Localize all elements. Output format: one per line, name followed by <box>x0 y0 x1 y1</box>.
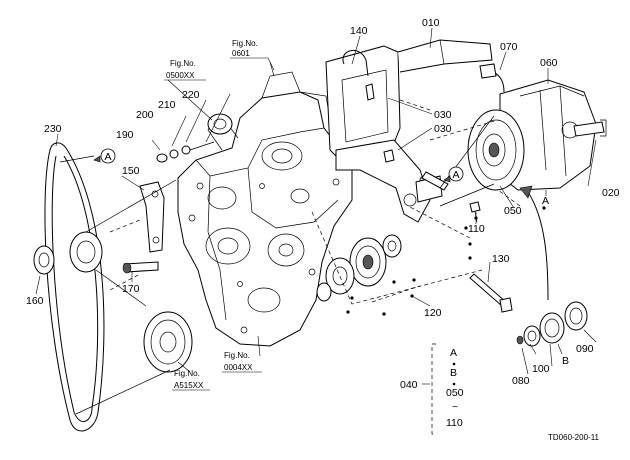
callout-120: 120 <box>424 307 442 319</box>
callout-080: 080 <box>512 375 530 387</box>
label-text: A515XX <box>174 381 204 390</box>
label-text: ~ <box>452 401 458 413</box>
label-text: A <box>104 151 111 163</box>
callout-140: 140 <box>350 25 368 37</box>
callout-070: 070 <box>500 41 518 53</box>
compressor-bracket-drawing <box>325 39 493 223</box>
callout-130: 130 <box>492 253 510 265</box>
label-text: 040 <box>400 379 418 391</box>
label-text: B <box>450 367 457 379</box>
label-text: A <box>452 169 459 181</box>
tensioner-bracket-drawing <box>122 181 165 274</box>
callout-010: 010 <box>422 17 440 29</box>
marker-a-compressor: A <box>542 195 549 207</box>
set-note-040: 040 A B 050 ~ 110 <box>400 343 464 435</box>
fig-ref-a515: Fig.No. A515XX <box>172 369 210 391</box>
label-text: 0500XX <box>166 71 195 80</box>
label-text: A <box>450 347 457 359</box>
fig-ref-0601: Fig.No. 0601 <box>230 39 275 71</box>
callout-100: 100 <box>532 363 550 375</box>
leader-lines <box>35 27 597 375</box>
circle-a-right-marker: A <box>443 166 464 183</box>
label-text: Fig.No. <box>170 59 196 68</box>
label-text: Fig.No. <box>174 369 200 378</box>
belt-pulleys-drawing <box>33 231 193 373</box>
label-text: 110 <box>446 417 463 429</box>
label-text: Fig.No. <box>224 351 250 360</box>
label-text: Fig.No. <box>232 39 258 48</box>
v-belt-drawing <box>44 142 105 432</box>
label-text: 0004XX <box>224 363 253 372</box>
drawing-code: TD060-200-11 <box>548 433 600 442</box>
callout-060: 060 <box>540 57 558 69</box>
label-text: 0601 <box>232 49 250 58</box>
idler-pulleys-drawing <box>316 234 402 302</box>
marker-b-clutch: B <box>562 355 569 367</box>
callout-110: 110 <box>468 223 485 235</box>
fig-ref-0004: Fig.No. 0004XX <box>222 351 262 373</box>
callout-090: 090 <box>576 343 594 355</box>
compressor-drawing <box>467 63 607 191</box>
callout-230: 230 <box>44 123 62 135</box>
assembly-dashed-lines <box>109 99 521 305</box>
callout-030-upper: 030 <box>434 109 452 121</box>
fig-ref-0500: Fig.No. 0500XX <box>164 59 206 81</box>
callout-030-lower: 030 <box>434 123 452 135</box>
label-text: 050 <box>446 387 464 399</box>
circle-a-left-marker: A <box>93 148 116 164</box>
callout-190: 190 <box>116 129 134 141</box>
callout-210: 210 <box>158 99 176 111</box>
callout-170: 170 <box>122 283 140 295</box>
callout-150: 150 <box>122 165 140 177</box>
callout-200: 200 <box>136 109 154 121</box>
callout-160: 160 <box>26 295 44 307</box>
long-bolt-drawing <box>469 273 513 313</box>
clutch-parts-drawing <box>516 185 588 347</box>
bracket-hoop-drawing <box>342 50 369 77</box>
engine-block-drawing <box>177 71 353 347</box>
washers-stack-drawing <box>156 141 215 163</box>
callout-220: 220 <box>182 89 200 101</box>
callout-050: 050 <box>504 205 522 217</box>
callout-020: 020 <box>602 187 620 199</box>
